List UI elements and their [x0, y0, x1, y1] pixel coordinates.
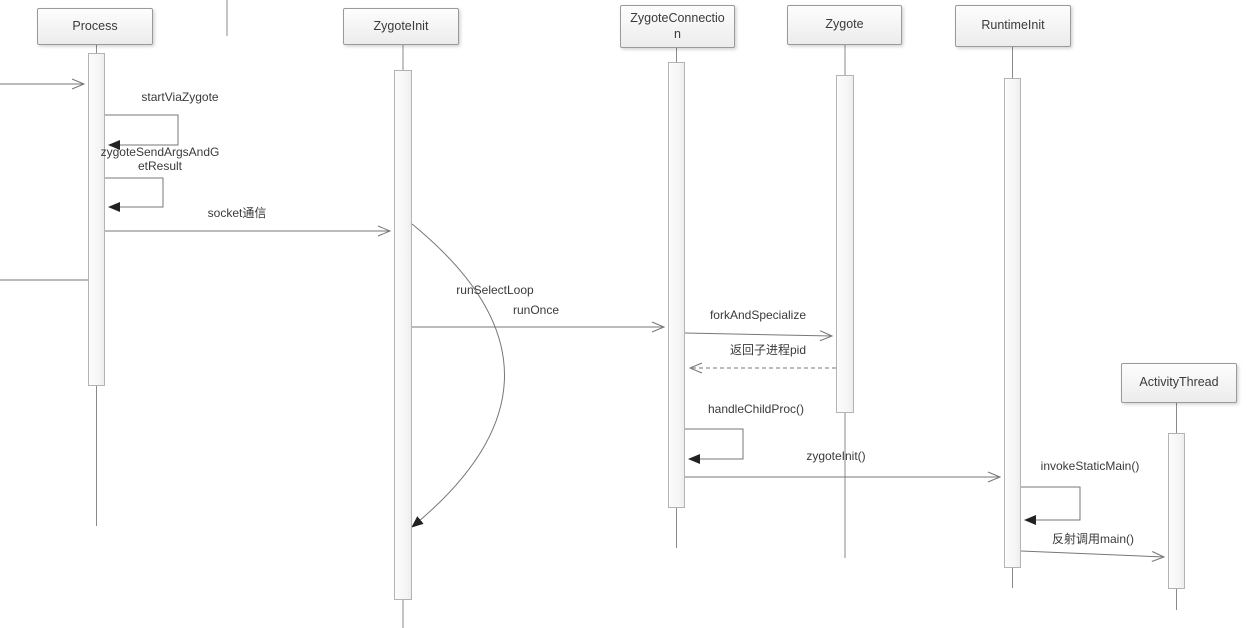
activation-bar-zygoteinit: [394, 70, 412, 600]
message-startviazygote-line: [105, 114, 179, 150]
message-socket-label: socket通信: [207, 206, 267, 220]
activation-bar-activitythread: [1168, 433, 1185, 589]
participant-zygote: Zygote: [787, 5, 902, 45]
participant-process: Process: [37, 8, 153, 45]
message-runselectloop-arc: [411, 223, 505, 528]
message-zygotesendargs-label: zygoteSendArgsAndG etResult: [100, 145, 220, 173]
message-handlechildproc-label: handleChildProc(): [707, 402, 805, 416]
message-runonce-label: runOnce: [512, 303, 560, 317]
message-runselectloop-label: runSelectLoop: [456, 283, 534, 297]
lifelines: [96, 45, 1177, 628]
message-handlechildproc-line: [685, 428, 744, 464]
participant-zygoteconnection-label: ZygoteConnectio n: [630, 10, 725, 41]
participant-zygoteinit-label: ZygoteInit: [373, 18, 429, 33]
message-startviazygote-label: startViaZygote: [141, 90, 219, 104]
message-reflect-main-line: [1020, 550, 1166, 562]
message-forkandspecialize-label: forkAndSpecialize: [709, 308, 807, 322]
participant-activitythread-label: ActivityThread: [1139, 375, 1219, 390]
message-invokestaticmain-label: invokeStaticMain(): [1040, 459, 1140, 473]
message-forkandspecialize-line: [684, 330, 834, 342]
message-zygoteinit-label: zygoteInit(): [806, 449, 866, 463]
activation-bar-runtimeinit: [1004, 78, 1021, 568]
participant-activitythread: ActivityThread: [1121, 363, 1237, 403]
activation-bar-process: [88, 53, 105, 386]
message-zygotesendargs-line: [105, 177, 164, 212]
activation-bar-zygote: [836, 75, 854, 413]
activation-bar-zygoteconnection: [668, 62, 685, 508]
message-reflect-main-label: 反射调用main(): [1051, 532, 1135, 546]
message-return-pid-label: 返回子进程pid: [729, 343, 807, 357]
participant-zygoteconnection: ZygoteConnectio n: [620, 5, 735, 48]
participant-runtimeinit-label: RuntimeInit: [981, 18, 1045, 33]
participant-zygoteinit: ZygoteInit: [343, 8, 459, 45]
participant-process-label: Process: [72, 18, 118, 33]
participant-zygote-label: Zygote: [825, 17, 864, 32]
participant-runtimeinit: RuntimeInit: [955, 5, 1071, 47]
message-invokestaticmain-line: [1021, 486, 1081, 525]
